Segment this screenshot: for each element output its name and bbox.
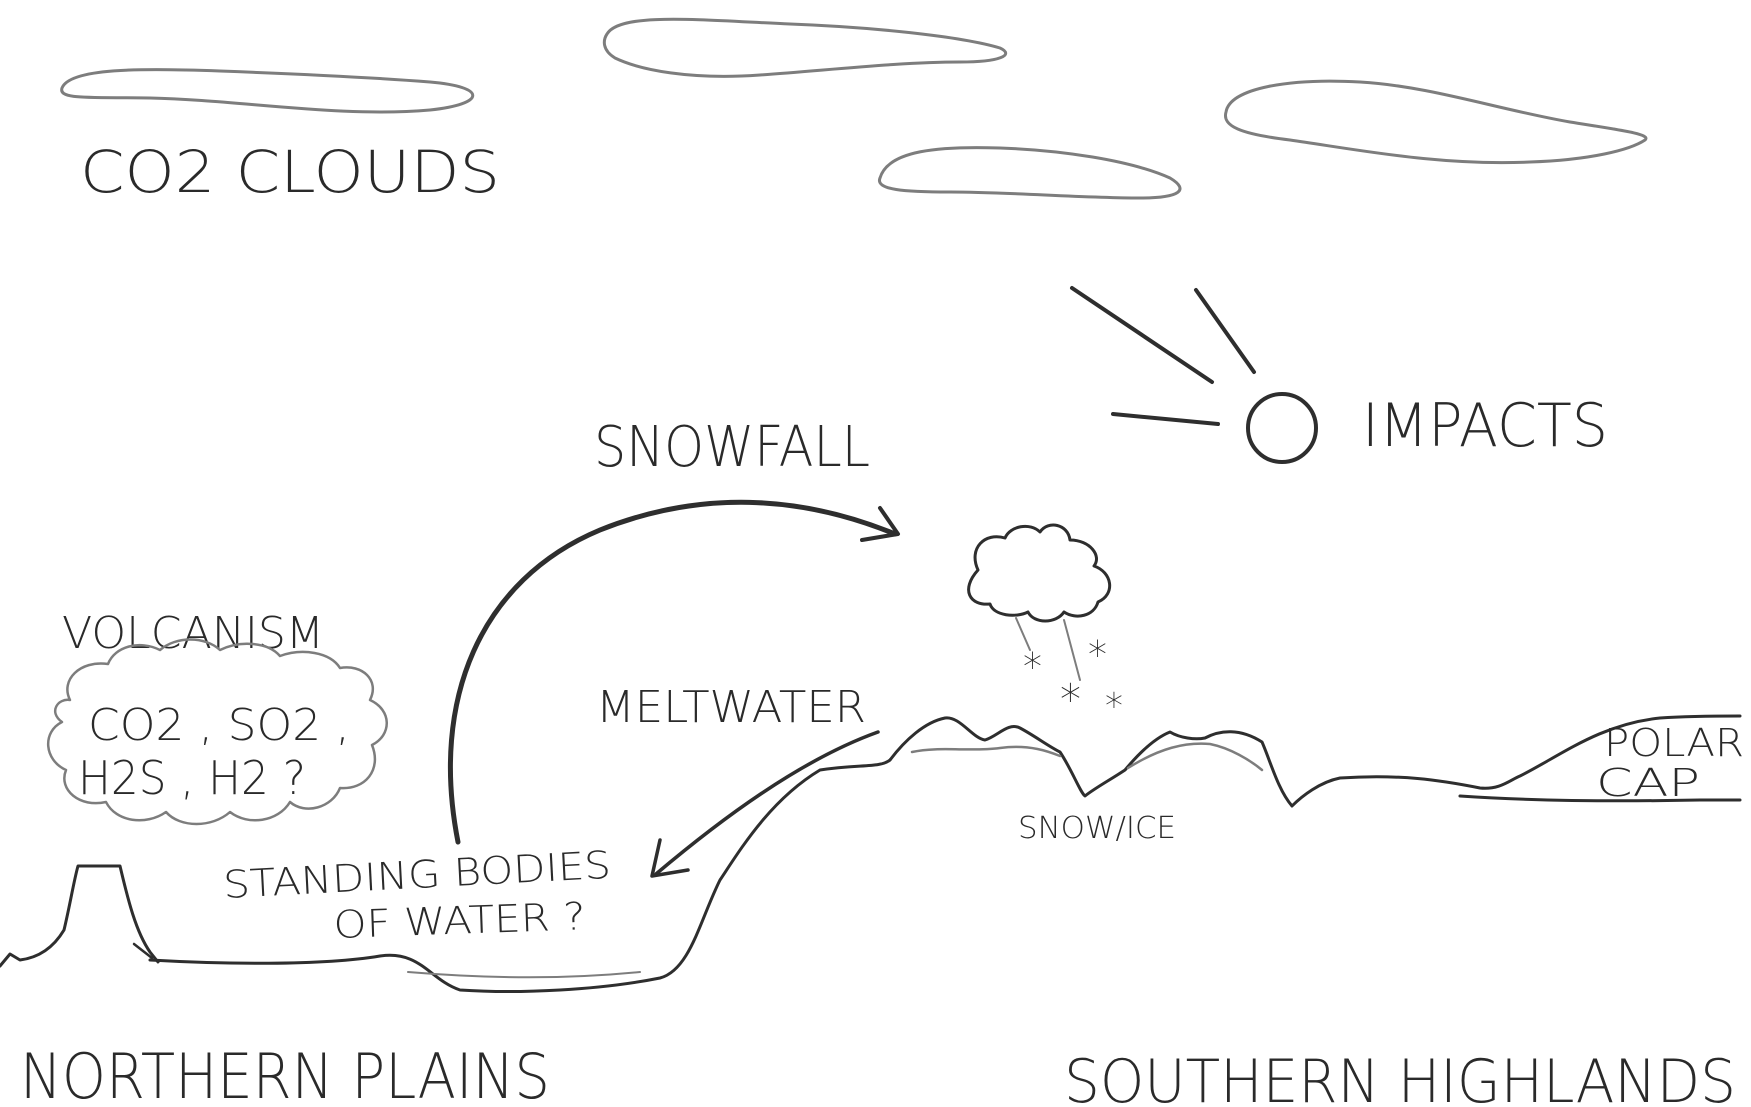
snowflake-icon: * — [1105, 686, 1123, 727]
northern-plains-label: NORTHERN PLAINS — [20, 1040, 550, 1107]
snowflake-icon: * — [1023, 645, 1042, 689]
polar-cap-label-line-1: POLAR — [1604, 721, 1744, 765]
meltwater-label: MELTWATER — [596, 682, 866, 733]
snowflake-icon: * — [1060, 675, 1081, 724]
meltwater-arrowhead — [650, 838, 690, 878]
impact-trail-1 — [1070, 286, 1214, 384]
snow-cloud-outline — [967, 523, 1111, 623]
impact-trail-2 — [1194, 288, 1256, 374]
southern-highlands-label: SOUTHERN HIGHLANDS — [1064, 1047, 1736, 1107]
snowfall-arrow — [447, 499, 900, 845]
polar-cap-label-line-2: CAP — [1596, 761, 1700, 805]
snowfall-arrow-curve — [447, 499, 898, 845]
co2-clouds-label: CO2 CLOUDS — [80, 138, 500, 206]
impacts-label: IMPACTS — [1362, 391, 1608, 461]
snowfall-label: SNOWFALL — [594, 415, 870, 480]
volcanic-gases-line-2: H2S , H2 ? — [78, 751, 306, 805]
impact-trail-3 — [1111, 412, 1220, 426]
cloud-top-center — [602, 17, 1008, 78]
precip-line-2 — [1063, 619, 1081, 681]
polar-cap-base — [1458, 794, 1742, 803]
volcano-tick — [132, 942, 154, 960]
precip-line-1 — [1015, 617, 1031, 651]
co2-clouds — [60, 17, 1648, 200]
snow-ice-label: SNOW/ICE — [1018, 811, 1176, 846]
snowflake-icon: * — [1088, 633, 1107, 677]
snow-cloud: * * * * — [967, 523, 1123, 727]
terrain-profile — [0, 714, 1742, 993]
cloud-top-left — [60, 68, 475, 114]
basin-shading — [407, 971, 641, 979]
volcanic-gas-cloud — [46, 638, 388, 826]
snow-ice-deposit — [910, 742, 1264, 772]
cloud-right — [1223, 79, 1648, 165]
standing-bodies-label-line-2: OF WATER ? — [333, 894, 586, 947]
meltwater-arrow — [650, 730, 880, 878]
meltwater-arrow-line — [654, 730, 880, 876]
impactor-circle-icon — [1246, 392, 1318, 464]
volcanic-gases-line-1: CO2 , SO2 , — [88, 700, 350, 751]
northern-plains-ground — [148, 758, 892, 993]
volcanism-label: VOLCANISM — [62, 608, 324, 659]
impact-symbol — [1070, 286, 1318, 464]
cloud-middle — [878, 146, 1182, 200]
southern-highlands-ground — [888, 714, 1742, 808]
snowfall-arrowhead — [860, 506, 900, 542]
volcano-profile — [0, 864, 160, 968]
snowflakes: * * * * — [1023, 633, 1123, 727]
